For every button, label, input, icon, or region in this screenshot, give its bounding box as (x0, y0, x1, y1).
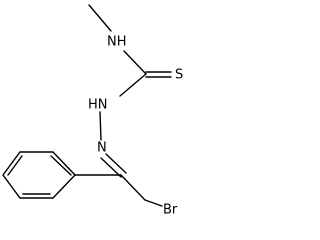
structure-diagram: NH S HN N Br (2, 4, 183, 218)
bond-ch2-br (144, 199, 163, 207)
atom-bromine: Br (163, 203, 178, 218)
bond-methyl-nh (88, 4, 112, 32)
molecule-drawing: NH S HN N Br (2, 4, 183, 218)
benzene-double-2 (7, 155, 23, 176)
bond-c-hn (119, 73, 147, 97)
bond-n-c-2 (100, 157, 122, 178)
benzene-double-1 (50, 155, 72, 176)
bond-n-c-1 (105, 153, 127, 174)
atom-nh-hydrazine: HN (88, 98, 108, 113)
bond-nh-c (123, 50, 147, 75)
bond-c-ch2 (120, 174, 146, 201)
atom-nitrogen-imine: N (97, 141, 107, 156)
atom-nh-methyl: NH (107, 35, 127, 50)
bond-hn-n (99, 111, 102, 141)
atom-sulfur: S (175, 68, 183, 83)
benzene-ring (2, 151, 76, 199)
